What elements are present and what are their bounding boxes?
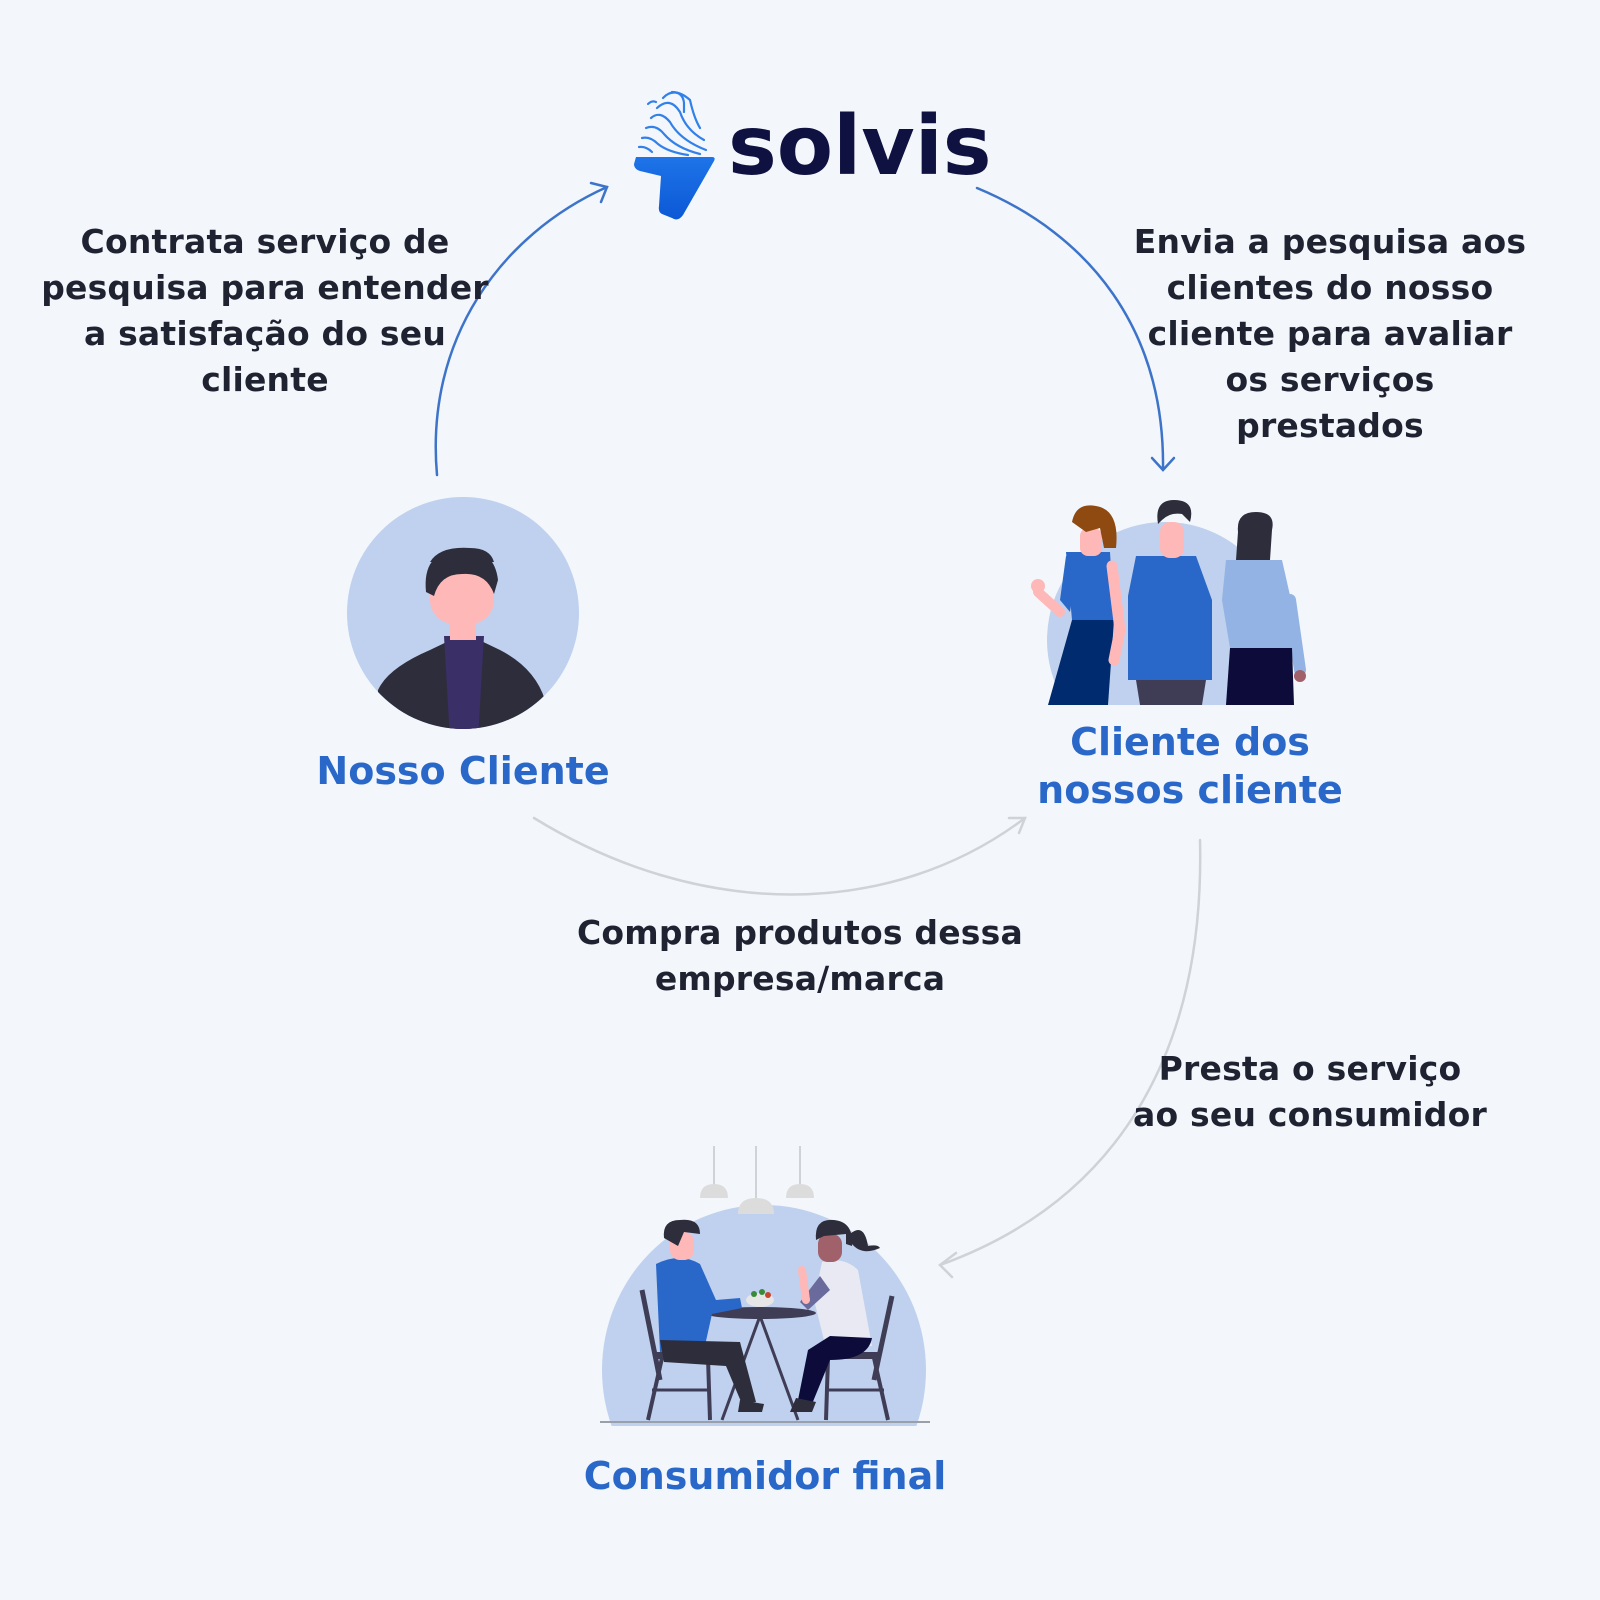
label-contrata: Contrata serviço de pesquisa para entend… <box>41 222 489 399</box>
node-title-nosso-cliente: Nosso Cliente <box>316 749 610 793</box>
node-title-clientes-do-cliente: Cliente dos nossos cliente <box>1037 720 1343 812</box>
arrow-contrata <box>434 181 609 477</box>
label-compra: Compra produtos dessa empresa/marca <box>577 913 1023 998</box>
arrow-presta <box>938 838 1202 1279</box>
arrow-envia <box>975 186 1176 472</box>
node-title-consumidor-final: Consumidor final <box>583 1454 947 1498</box>
label-presta: Presta o serviço ao seu consumidor <box>1133 1049 1487 1134</box>
brand-name: solvis <box>728 99 992 194</box>
arrow-compra <box>532 816 1027 896</box>
label-envia: Envia a pesquisa aos clientes do nosso c… <box>1133 222 1527 445</box>
